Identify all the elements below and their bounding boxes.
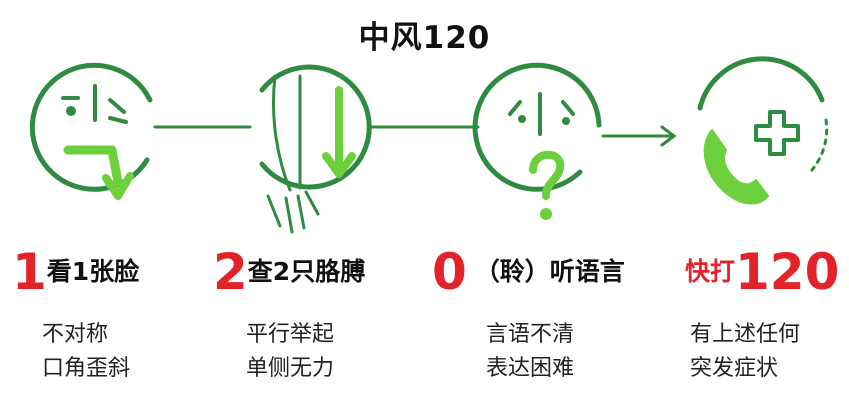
- description-line: 平行举起: [246, 322, 335, 347]
- arrow-head-icon: [660, 125, 677, 147]
- step-3-heading: 0（聆）听语言: [432, 244, 625, 300]
- phone-call-icon: [697, 56, 829, 205]
- page-title: 中风120: [358, 20, 491, 56]
- step-number: 1: [12, 243, 47, 301]
- description-line: 突发症状: [690, 356, 779, 381]
- connector-lines: [153, 125, 677, 147]
- description-line: 不对称: [42, 322, 109, 347]
- stroke-flow-diagram: [29, 56, 829, 234]
- arm-drop-icon: [259, 64, 372, 234]
- step-3-description: 言语不清 表达困难: [486, 318, 574, 386]
- description-line: 单侧无力: [246, 356, 335, 381]
- description-line: 口角歪斜: [42, 356, 131, 381]
- call-label: 快打: [685, 257, 736, 286]
- step-number: 0: [432, 243, 467, 301]
- step-number: 2: [213, 243, 248, 301]
- confused-face-icon: [472, 62, 602, 220]
- step-4-heading: 快打120: [685, 244, 839, 300]
- step-2-description: 平行举起 单侧无力: [246, 318, 334, 386]
- face-droop-icon: [29, 62, 153, 200]
- emergency-number: 120: [735, 243, 840, 301]
- step-1-description: 不对称 口角歪斜: [42, 318, 130, 386]
- description-line: 有上述任何: [690, 322, 801, 347]
- step-4-description: 有上述任何 突发症状: [690, 318, 800, 386]
- step-heading: 查2只胳膊: [247, 257, 366, 286]
- step-heading: 看1张脸: [46, 257, 140, 286]
- step-heading: （聆）听语言: [474, 257, 625, 286]
- step-2-heading: 2查2只胳膊: [213, 244, 365, 300]
- description-line: 言语不清: [486, 322, 575, 347]
- description-line: 表达困难: [486, 356, 575, 381]
- step-1-heading: 1看1张脸: [12, 244, 139, 300]
